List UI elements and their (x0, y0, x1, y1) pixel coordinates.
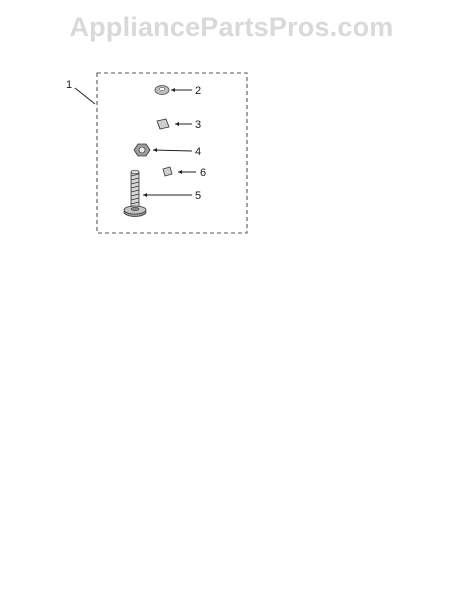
clip-lower-part (162, 166, 173, 177)
arrowhead-clip-upper (175, 122, 179, 126)
arrowhead-nut (153, 148, 157, 152)
callout-clip-upper: 3 (195, 119, 201, 131)
kit-boundary (96, 72, 248, 234)
leader-kit (74, 87, 96, 105)
callout-kit: 1 (66, 79, 72, 91)
watermark: AppliancePartsPros.com (69, 12, 394, 42)
washer-part (154, 85, 170, 95)
arrowhead-clip-lower (178, 170, 182, 174)
callout-leveling-leg: 5 (195, 190, 201, 202)
clip-upper-part (156, 118, 170, 130)
hex-nut-part (133, 143, 151, 157)
arrowhead-washer (171, 88, 175, 92)
callout-nut: 4 (195, 146, 201, 158)
leveling-leg-part (123, 169, 147, 217)
arrowhead-leveling-leg (143, 193, 147, 197)
callout-clip-lower: 6 (200, 167, 206, 179)
leader-nut (152, 149, 193, 152)
callout-washer: 2 (195, 85, 201, 97)
